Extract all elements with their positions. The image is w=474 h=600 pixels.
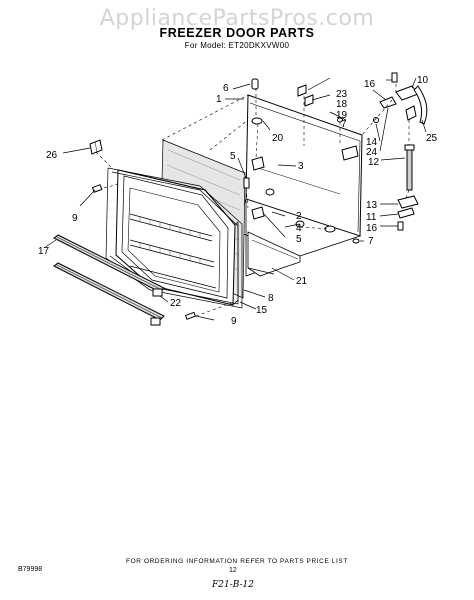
leader-lines <box>43 77 427 321</box>
callout-20: 20 <box>272 133 284 144</box>
callout-7: 7 <box>368 236 374 247</box>
hinge-bar <box>404 144 415 191</box>
callout-10: 10 <box>417 75 429 86</box>
site-watermark: AppliancePartsPros.com <box>99 6 375 31</box>
ordering-note: FOR ORDERING INFORMATION REFER TO PARTS … <box>126 558 348 565</box>
callout-16: 16 <box>366 223 378 234</box>
top-hinge-parts <box>251 72 428 125</box>
callout-1: 1 <box>216 94 222 105</box>
callout-7: 7 <box>341 119 347 130</box>
callout-9: 9 <box>231 316 237 327</box>
door-liner <box>115 169 239 306</box>
callout-3: 3 <box>298 161 304 172</box>
callout-8: 8 <box>268 293 274 304</box>
callout-17: 17 <box>38 246 50 257</box>
callout-14: 14 <box>366 137 378 148</box>
callout-18: 18 <box>336 99 348 110</box>
callout-23: 23 <box>336 89 348 100</box>
lower-hinge-parts <box>397 195 419 231</box>
callout-2: 2 <box>296 211 302 222</box>
callout-4: 4 <box>296 223 302 234</box>
handwritten-note: F21-B-12 <box>212 580 255 590</box>
callout-12: 12 <box>368 157 380 168</box>
callout-21: 21 <box>296 276 308 287</box>
callout-22: 22 <box>170 298 182 309</box>
callout-11: 11 <box>366 212 377 223</box>
callout-16: 16 <box>364 79 376 90</box>
callout-19: 19 <box>336 110 348 121</box>
assembly-guide-lines <box>95 84 410 317</box>
diagram-title: FREEZER DOOR PARTS <box>159 26 315 40</box>
screw-bottom <box>184 311 197 320</box>
diagram-code: B79998 <box>18 566 43 573</box>
shelf-rail-upper <box>53 234 165 293</box>
shelf-end-cap-lower <box>150 317 161 326</box>
clip-part <box>89 139 103 155</box>
shelf-rail-lower <box>53 262 165 321</box>
callout-5: 5 <box>230 151 236 162</box>
callout-5: 5 <box>296 234 302 245</box>
callout-9: 9 <box>72 213 78 224</box>
door-stop-parts <box>243 117 360 244</box>
callout-26: 26 <box>46 150 58 161</box>
page-number: 12 <box>229 567 237 574</box>
callout-labels: 1 2 3 4 5 5 6 7 7 8 9 9 10 11 12 13 14 1… <box>38 75 438 327</box>
callout-24: 24 <box>366 147 378 158</box>
callout-15: 15 <box>256 305 268 316</box>
callout-25: 25 <box>426 133 438 144</box>
callout-13: 13 <box>366 200 378 211</box>
callout-6: 6 <box>223 83 229 94</box>
door-outer-panel <box>235 94 363 277</box>
shelf-end-cap-upper <box>152 288 163 297</box>
model-subtitle: For Model: ET20DKXVW00 <box>184 41 290 50</box>
